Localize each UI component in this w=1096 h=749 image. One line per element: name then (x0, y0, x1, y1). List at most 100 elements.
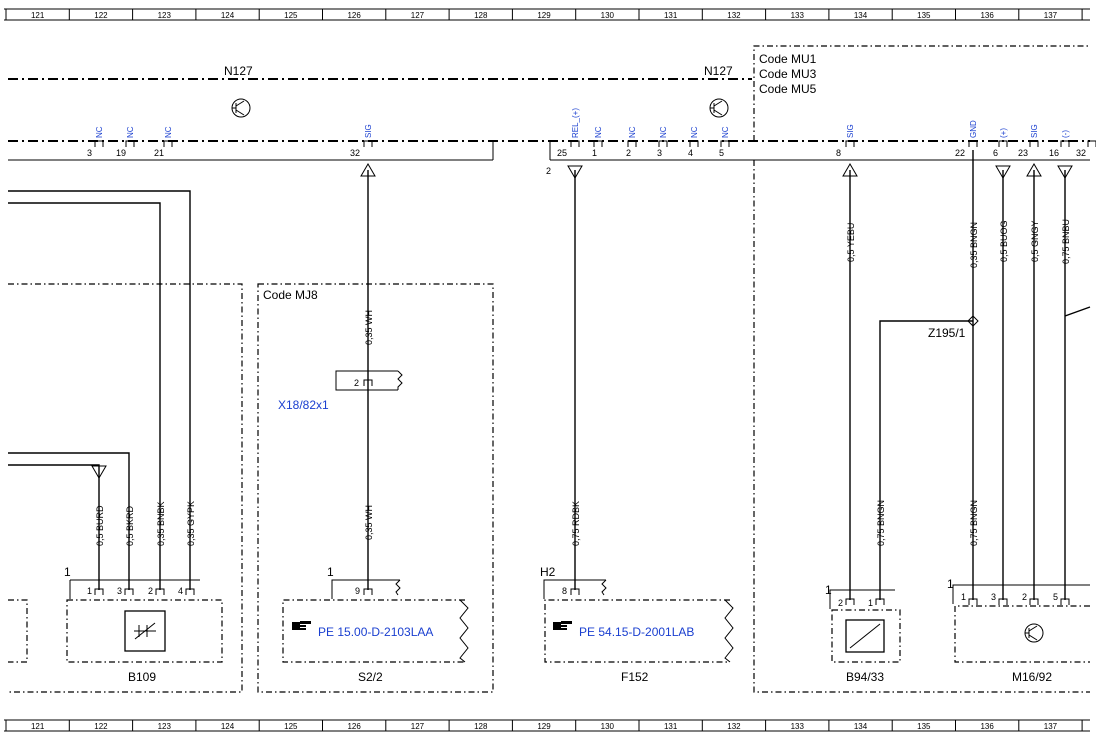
ruler-label: 122 (94, 11, 108, 20)
b109-pin-3: 3 (117, 586, 122, 596)
b109-conn-label: 1 (64, 565, 71, 579)
pin-marker (1060, 140, 1070, 147)
pin-number: 4 (688, 148, 693, 158)
ruler-label: 132 (727, 722, 741, 731)
ruler-label: 135 (917, 722, 931, 731)
ruler-label: 134 (854, 11, 868, 20)
wire-label-bngn-b2: 0,75 BNGN (969, 500, 979, 546)
ruler-label: 125 (284, 722, 298, 731)
pin-signal-label: NC (690, 126, 699, 138)
pin-marker (658, 140, 668, 147)
pin-signal-label: NC (95, 126, 104, 138)
b94-33-conn-label: 1 (825, 583, 832, 597)
transistor-icon (231, 98, 251, 118)
pin-number: 3 (87, 148, 92, 158)
b94-33-pin-2: 2 (838, 598, 843, 608)
component-b94-33 (829, 589, 901, 663)
component-b109 (66, 579, 223, 663)
pin-marker (968, 140, 978, 147)
f152-conn-label: H2 (540, 565, 556, 579)
wires-right (849, 150, 1091, 600)
pin-number: 21 (154, 148, 164, 158)
wire-label-bkrd: 0,5 BKRD (125, 505, 135, 546)
wire-label-wh-bot: 0,35 WH (364, 505, 374, 540)
pin-signal-label: SIG (364, 124, 373, 138)
code-mj8-label: Code MJ8 (263, 288, 318, 302)
pin-signal-label: REL_(+) (571, 108, 580, 138)
pin-number: 6 (993, 148, 998, 158)
component-m16-92 (952, 584, 1090, 663)
wire-label-burd: 0,5 BURD (95, 505, 105, 546)
arrow-down-icon (995, 165, 1011, 179)
ruler-label: 126 (347, 11, 361, 20)
f152-pin: 8 (562, 586, 567, 596)
ruler-label: 124 (221, 11, 235, 20)
ruler-label: 131 (664, 11, 678, 20)
pin-signal-label: SIG (846, 124, 855, 138)
code-mj8-region (257, 283, 494, 693)
pin-marker (570, 140, 580, 147)
wires-left (8, 190, 191, 590)
m16-92-pin-3: 3 (991, 592, 996, 602)
pin-signal-label: NC (628, 126, 637, 138)
component-name-b109: B109 (128, 670, 156, 684)
s2-2-conn-label: 1 (327, 565, 334, 579)
ruler-label: 130 (601, 11, 615, 20)
pin-number: 8 (836, 148, 841, 158)
ruler-label: 136 (980, 11, 994, 20)
arrow-up-icon (842, 163, 858, 177)
ruler-label: 133 (791, 11, 805, 20)
wire-label-rdbk: 0,75 RDBK (571, 501, 581, 546)
pin-number: 32 (350, 148, 360, 158)
pin-signal-label: NC (126, 126, 135, 138)
wire-label-gypk: 0,35 GYPK (186, 501, 196, 546)
transistor-icon (709, 98, 729, 118)
ruler-label: 121 (31, 11, 45, 20)
x18-pin: 2 (354, 378, 359, 388)
b109-pin-2: 2 (148, 586, 153, 596)
pin-number: 25 (557, 148, 567, 158)
s2-2-pin: 9 (355, 586, 360, 596)
ruler-label: 132 (727, 11, 741, 20)
ruler-label: 127 (411, 722, 425, 731)
ruler-label: 127 (411, 11, 425, 20)
ruler-label: 126 (347, 722, 361, 731)
motor-icon (1024, 623, 1044, 643)
pin-marker (593, 140, 603, 147)
n127-module-outline (8, 78, 1090, 161)
connector-mid-label: 2 (546, 166, 551, 176)
ruler-label: 137 (1044, 722, 1058, 731)
ruler-label: 129 (537, 11, 551, 20)
m16-92-pin-1: 1 (961, 592, 966, 602)
component-name-m16-92: M16/92 (1012, 670, 1052, 684)
ruler-label: 135 (917, 11, 931, 20)
b109-pin-4: 4 (178, 586, 183, 596)
left-region-outline (8, 283, 243, 693)
s2-2-reference-link[interactable]: PE 15.00-D-2103LAA (318, 625, 433, 639)
ruler-label: 130 (601, 722, 615, 731)
pin-number: 3 (657, 148, 662, 158)
pin-marker (627, 140, 637, 147)
ruler-label: 123 (158, 722, 172, 731)
reference-hand-icon (553, 621, 572, 630)
wire-label-gngy: 0,5 GNGY (1030, 220, 1040, 262)
pin-marker (125, 140, 135, 147)
arrow-down-icon (91, 465, 107, 479)
f152-reference-link[interactable]: PE 54.15-D-2001LAB (579, 625, 694, 639)
ruler-label: 133 (791, 722, 805, 731)
pin-number: 5 (719, 148, 724, 158)
pin-group-32: 32 SIG (350, 124, 373, 158)
pin-signal-label: (+) (999, 128, 1008, 138)
pin-signal-label: SIG (1030, 124, 1039, 138)
connector-label-x18: X18/82x1 (278, 398, 329, 412)
arrow-down-icon (567, 165, 583, 179)
pin-number: 23 (1018, 148, 1028, 158)
wire-label-buog: 0,5 BUOG (999, 220, 1009, 262)
pin-marker (163, 140, 173, 147)
ruler-label: 137 (1044, 11, 1058, 20)
